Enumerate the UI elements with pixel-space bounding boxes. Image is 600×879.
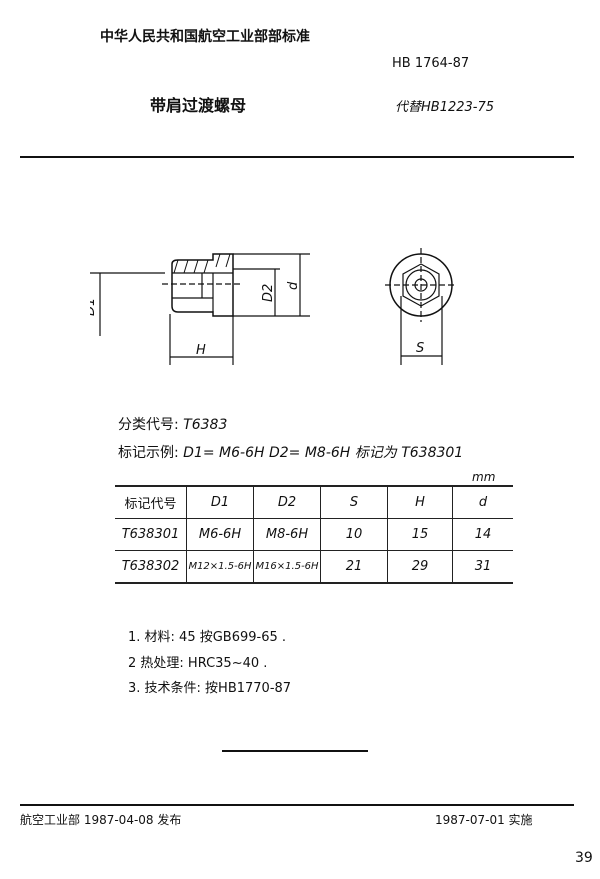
effective-date: 1987-07-01 实施 bbox=[435, 813, 533, 827]
issuer: 中华人民共和国航空工业部部标准 bbox=[100, 29, 310, 45]
label-D1: D1 bbox=[90, 298, 98, 316]
cell: 29 bbox=[387, 550, 453, 583]
end-view bbox=[385, 248, 457, 365]
header-cell: D2 bbox=[253, 486, 321, 519]
cell: 31 bbox=[452, 550, 513, 583]
page-number: 39 bbox=[575, 850, 593, 866]
note-2: 2 热处理: HRC35~40 . bbox=[128, 656, 268, 671]
marking-example-text: D1= M6-6H D2= M8-6H 标记为 T638301 bbox=[183, 445, 464, 461]
cell: 10 bbox=[320, 518, 388, 551]
side-view bbox=[90, 253, 310, 365]
label-d: d bbox=[286, 281, 301, 290]
note-3: 3. 技术条件: 按HB1770-87 bbox=[128, 681, 292, 696]
cell: M16×1.5-6H bbox=[253, 550, 321, 583]
note-1: 1. 材料: 45 按GB699-65 . bbox=[128, 630, 287, 645]
footer-divider bbox=[20, 804, 574, 806]
issue-date: 航空工业部 1987-04-08 发布 bbox=[20, 813, 182, 827]
cell: T638301 bbox=[121, 527, 180, 542]
replaces-note: 代替HB1223-75 bbox=[395, 100, 495, 115]
label-H: H bbox=[196, 343, 206, 358]
table-header-row: 标记代号 D1 D2 S H d bbox=[115, 486, 513, 519]
cell: T638302 bbox=[121, 559, 180, 574]
header-cell: D1 bbox=[186, 486, 254, 519]
cell: 15 bbox=[387, 518, 453, 551]
label-D2: D2 bbox=[261, 284, 276, 302]
header-cell: H bbox=[387, 486, 453, 519]
header-cell: S bbox=[320, 486, 388, 519]
marking-example: 标记示例: D1= M6-6H D2= M8-6H 标记为 T638301 bbox=[118, 442, 463, 462]
document-title: 带肩过渡螺母 bbox=[150, 96, 247, 115]
cell: M12×1.5-6H bbox=[186, 550, 254, 583]
end-rule bbox=[222, 750, 368, 752]
header-cell: d bbox=[452, 486, 513, 519]
classification-label: 分类代号: bbox=[118, 417, 179, 433]
header-divider bbox=[20, 156, 574, 158]
unit-label: mm bbox=[472, 470, 496, 484]
marking-example-label: 标记示例: bbox=[118, 445, 179, 461]
label-S: S bbox=[416, 341, 424, 356]
nut-drawing: D1 D2 d H S bbox=[90, 248, 457, 365]
cell: M6-6H bbox=[186, 518, 254, 551]
cell: 21 bbox=[320, 550, 388, 583]
classification-value: T6383 bbox=[183, 417, 228, 433]
classification: 分类代号: T6383 bbox=[118, 414, 227, 434]
standard-code: HB 1764-87 bbox=[392, 56, 470, 71]
header-cell: 标记代号 bbox=[124, 497, 177, 512]
cell: 14 bbox=[452, 518, 513, 551]
cell: M8-6H bbox=[253, 518, 321, 551]
